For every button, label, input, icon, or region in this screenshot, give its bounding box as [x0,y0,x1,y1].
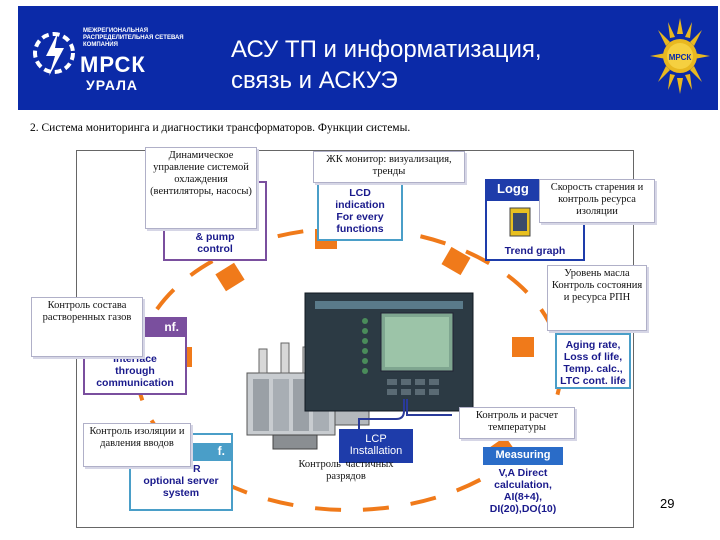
ring-connector-4 [512,337,534,357]
measuring-title: Measuring [495,449,551,461]
aging-line-1: Aging rate, [565,339,621,351]
logo-mrsk-text: МРСК [80,52,146,77]
page-number: 29 [660,496,675,511]
sun-mrsk-logo-icon: МРСК [650,18,710,94]
title-line-1: АСУ ТП и информатизация, [231,36,542,63]
callout-oil-level: Уровень масла Контроль состояния и ресур… [547,265,647,331]
trend-graph-label: Trend graph [504,245,566,257]
header-banner: МЕЖРЕГИОНАЛЬНАЯ РАСПРЕДЕЛИТЕЛЬНАЯ СЕТЕВА… [18,6,718,110]
aging-rate-box: Aging rate, Loss of life, Temp. calc., L… [555,333,631,389]
lcd-line-1: LCD [349,187,371,199]
callout-aging-control: Скорость старения и контроль ресурса изо… [539,179,655,223]
interface-tag: nf. [164,320,179,334]
server-line-2: system [162,487,200,499]
lcp-installation-box: LCP Installation [339,429,413,463]
lcd-line-3: For every [336,211,384,223]
function-ring [135,226,563,512]
lcd-line-2: indication [335,199,385,211]
measuring-line-3: AI(8+4), [503,491,543,503]
monitoring-device [304,292,474,412]
measuring-line-4: DI(20),DO(10) [489,503,557,515]
callout-partial-discharge: Контроль частичных разрядов [291,459,401,483]
measuring-box: Measuring V,A Direct calculation, AI(8+4… [483,447,563,523]
partial-discharge-text: Контроль частичных разрядов [298,459,394,482]
aging-line-2: Loss of life, [563,351,623,363]
aging-line-4: LTC cont. life [560,375,626,387]
server-line-0: R [193,463,201,475]
lcd-line-4: functions [336,223,384,235]
measuring-line-2: calculation, [494,479,552,491]
interface-line-2: through [115,365,155,377]
callout-insulation-pressure: Контроль изоляции и давления вводов [83,423,191,467]
pump-line-2: control [197,243,233,255]
callout-cooling-control: Динамическое управление системой охлажде… [145,147,257,229]
callout-temperature: Контроль и расчет температуры [459,407,575,439]
aging-line-3: Temp. calc., [563,363,623,375]
title-line-2: связь и АСКУЭ [231,67,398,94]
interface-line-3: communication [96,377,174,389]
lcp-cable [358,399,405,431]
diagram-frame: & pump control LCD indication For every … [31,147,655,528]
trend-graph-icon [509,207,531,237]
logo-company-text: МЕЖРЕГИОНАЛЬНАЯ РАСПРЕДЕЛИТЕЛЬНАЯ СЕТЕВА… [83,28,184,48]
sun-logo-text: МРСК [669,53,692,62]
ring-connector-1 [215,262,245,292]
logger-title: Logg [497,181,529,196]
mrsk-urala-logo: МЕЖРЕГИОНАЛЬНАЯ РАСПРЕДЕЛИТЕЛЬНАЯ СЕТЕВА… [28,18,213,96]
lcp-line-2: Installation [349,445,403,457]
server-tag: f. [217,444,225,458]
pump-line-1: & pump [195,231,235,243]
logo-urala-text: УРАЛА [86,77,139,93]
measuring-line-1: V,A Direct [498,467,548,479]
server-line-1: optional server [143,475,219,487]
lcd-indication-box: LCD indication For every functions [317,173,403,241]
ring-connector-3 [441,246,471,276]
measuring-cable [406,399,452,416]
callout-lcd-monitor: ЖК монитор: визуализация, тренды [313,151,465,183]
callout-dissolved-gas: Контроль состава растворенных газов [31,297,143,357]
section-subtitle: 2. Система мониторинга и диагностики тра… [30,122,411,134]
page-title: АСУ ТП и информатизация, связь и АСКУЭ [231,34,611,96]
lcp-line-1: LCP [365,433,387,445]
lightning-wheel-icon [33,32,75,76]
